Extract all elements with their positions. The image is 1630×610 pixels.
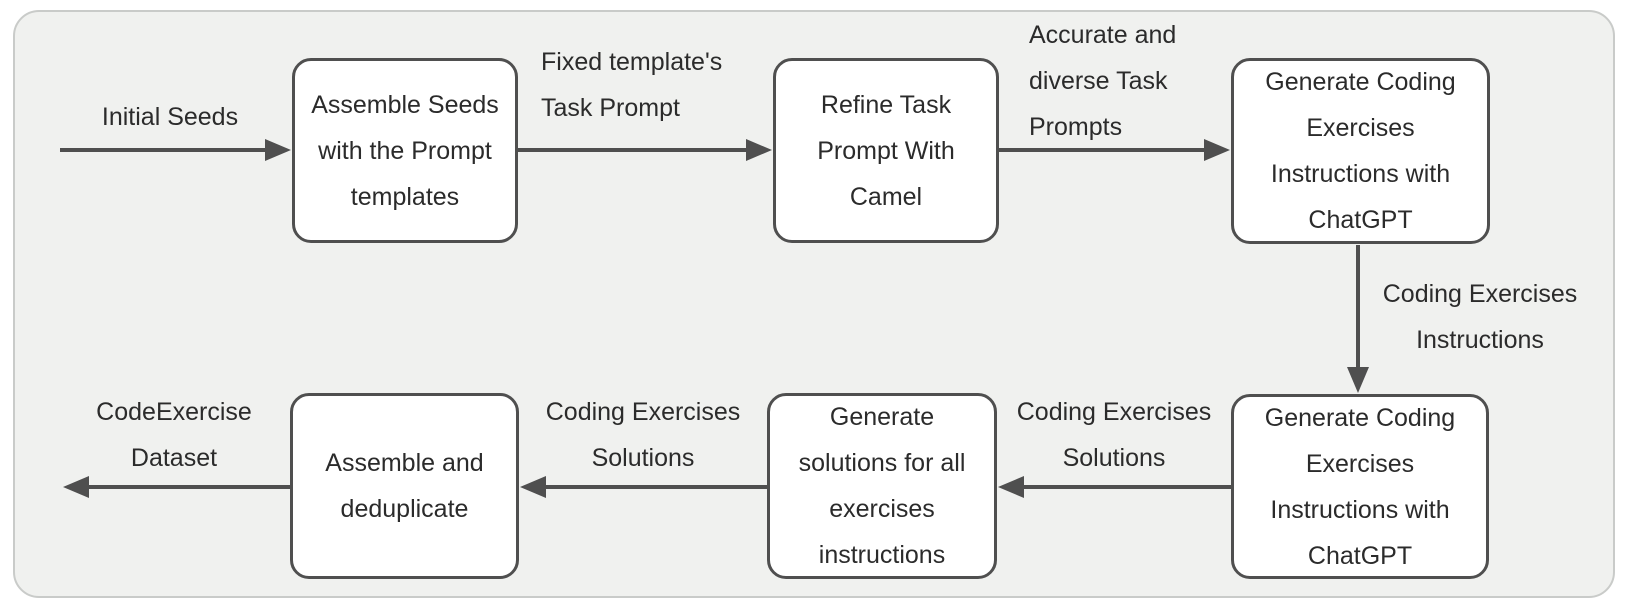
node-generate-solutions: Generate solutions for all exercises ins… — [767, 393, 997, 579]
node-generate-coding-exercises-instructions-top: Generate Coding Exercises Instructions w… — [1231, 58, 1490, 244]
edge-label-accurate-diverse-task-prompts: Accurate and diverse Task Prompts — [1029, 21, 1177, 141]
node-assemble-and-deduplicate: Assemble and deduplicate — [290, 393, 519, 579]
edge-label-coding-exercises-solutions-right: Coding Exercises Solutions — [1016, 398, 1212, 472]
edge-label-coding-exercises-instructions: Coding Exercises Instructions — [1382, 280, 1578, 354]
edge-label-coding-exercises-solutions-left: Coding Exercises Solutions — [545, 398, 741, 472]
edge-label-codeexercise-dataset: CodeExercise Dataset — [96, 398, 252, 472]
node-assemble-seeds: Assemble Seeds with the Prompt templates — [292, 58, 518, 243]
edge-label-fixed-template-task-prompt: Fixed template's Task Prompt — [541, 48, 723, 122]
node-refine-task-prompt: Refine Task Prompt With Camel — [773, 58, 999, 243]
node-generate-coding-exercises-instructions-bottom: Generate Coding Exercises Instructions w… — [1231, 394, 1489, 579]
edge-label-initial-seeds: Initial Seeds — [101, 103, 239, 131]
